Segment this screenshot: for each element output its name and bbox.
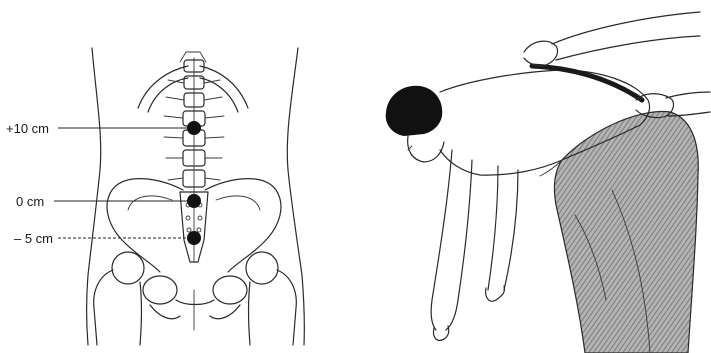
marker-minus5 — [187, 231, 201, 245]
label-minus5: – 5 cm — [14, 231, 53, 246]
marker-zero — [187, 194, 201, 208]
patient-forward-bend-illustration — [386, 12, 710, 353]
spine-pelvis-diagram: +10 cm 0 cm – 5 cm — [6, 48, 304, 345]
marker-plus10 — [187, 121, 201, 135]
trousers — [554, 112, 698, 353]
patient-hair — [386, 86, 443, 136]
label-zero: 0 cm — [16, 194, 44, 209]
label-plus10: +10 cm — [6, 121, 49, 136]
